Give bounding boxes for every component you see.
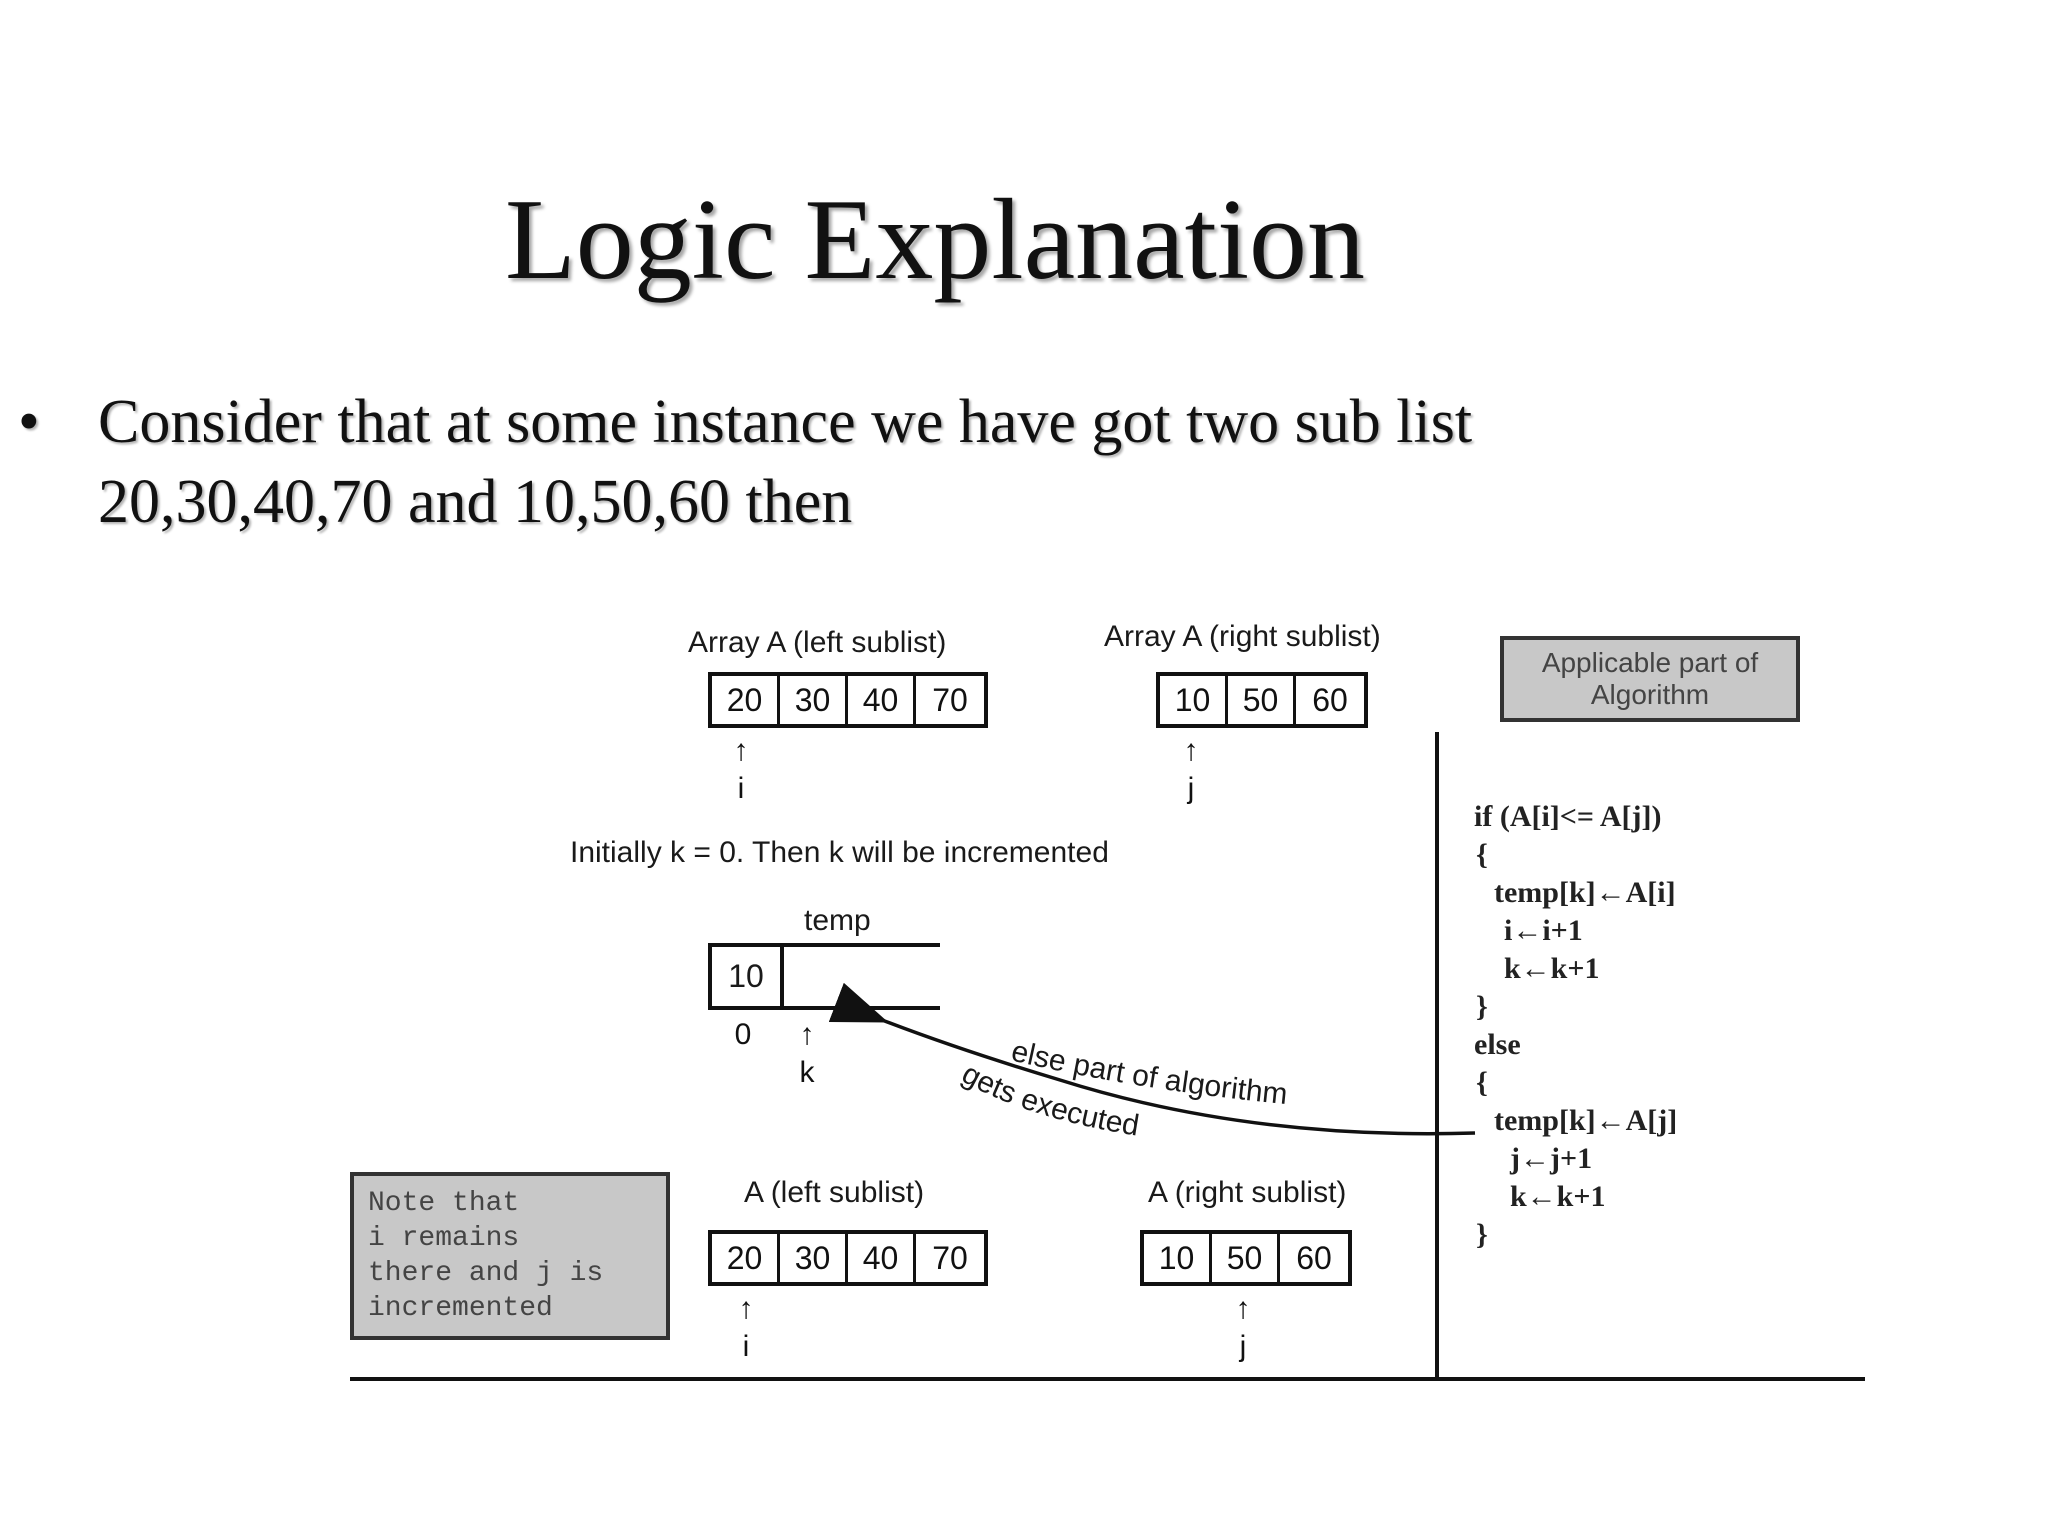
temp-index-label: 0 — [734, 1018, 752, 1051]
top-right-array-label: Array A (right sublist) — [1104, 620, 1381, 653]
algo-line: } — [1476, 990, 1488, 1023]
pointer-i-label: i — [742, 1330, 750, 1363]
algo-line: } — [1476, 1218, 1488, 1251]
top-left-array: 20 30 40 70 — [708, 672, 988, 728]
algo-line: { — [1476, 838, 1488, 871]
up-arrow-icon: ↑ — [738, 1292, 754, 1325]
bottom-left-array: 20 30 40 70 — [708, 1230, 988, 1286]
pointer-j-label: j — [1239, 1330, 1247, 1363]
algo-line: k←k+1 — [1504, 952, 1600, 985]
array-cell: 30 — [780, 1234, 848, 1282]
temp-top-border — [708, 943, 940, 947]
vertical-divider — [1435, 732, 1439, 1380]
temp-label: temp — [804, 904, 871, 937]
bullet-marker: • — [18, 388, 40, 456]
algo-line: i←i+1 — [1504, 914, 1583, 947]
algorithm-header-box: Applicable part of Algorithm — [1500, 636, 1800, 722]
algo-line: if (A[i]<= A[j]) — [1474, 800, 1662, 833]
array-cell: 30 — [780, 676, 848, 724]
algo-line: j←j+1 — [1510, 1142, 1593, 1175]
slide-title: Logic Explanation — [504, 176, 1366, 304]
algo-line: { — [1476, 1066, 1488, 1099]
note-box: Note that i remains there and j is incre… — [350, 1172, 670, 1340]
array-cell: 50 — [1212, 1234, 1280, 1282]
bullet-text: Consider that at some instance we have g… — [98, 388, 1473, 536]
note-text: Note that i remains there and j is incre… — [368, 1188, 604, 1324]
up-arrow-icon: ↑ — [1235, 1292, 1251, 1325]
temp-first-value: 10 — [728, 958, 764, 994]
up-arrow-icon: ↑ — [1183, 734, 1199, 767]
pointer-k-label: k — [799, 1056, 815, 1089]
bottom-right-array: 10 50 60 — [1140, 1230, 1352, 1286]
bottom-right-array-label: A (right sublist) — [1148, 1176, 1347, 1209]
temp-bottom-border — [708, 1006, 940, 1010]
pointer-j-label: j — [1187, 772, 1195, 805]
top-right-array: 10 50 60 — [1156, 672, 1368, 728]
array-cell: 40 — [848, 676, 916, 724]
array-cell: 60 — [1312, 681, 1348, 718]
algo-line: temp[k]←A[j] — [1494, 1104, 1678, 1137]
pointer-i-label: i — [737, 772, 745, 805]
up-arrow-icon: ↑ — [733, 734, 749, 767]
algorithm-header-text: Applicable part of Algorithm — [1541, 647, 1759, 710]
array-cell: 70 — [932, 1239, 968, 1276]
bottom-rule — [350, 1377, 1865, 1381]
temp-left-border — [708, 943, 712, 1010]
array-cell: 50 — [1228, 676, 1296, 724]
top-left-array-label: Array A (left sublist) — [688, 626, 947, 659]
array-cell: 40 — [848, 1234, 916, 1282]
algo-line: else — [1474, 1028, 1521, 1061]
up-arrow-icon: ↑ — [799, 1018, 815, 1051]
array-cell: 70 — [932, 681, 968, 718]
array-cell: 60 — [1296, 1239, 1332, 1276]
array-cell: 10 — [1160, 676, 1228, 724]
array-cell: 20 — [712, 676, 780, 724]
bottom-left-array-label: A (left sublist) — [744, 1176, 925, 1209]
temp-cell-divider — [780, 943, 784, 1010]
array-cell: 10 — [1144, 1234, 1212, 1282]
algo-line: k←k+1 — [1510, 1180, 1606, 1213]
array-cell: 20 — [712, 1234, 780, 1282]
init-note: Initially k = 0. Then k will be incremen… — [570, 836, 1109, 869]
algo-line: temp[k]←A[i] — [1494, 876, 1676, 909]
